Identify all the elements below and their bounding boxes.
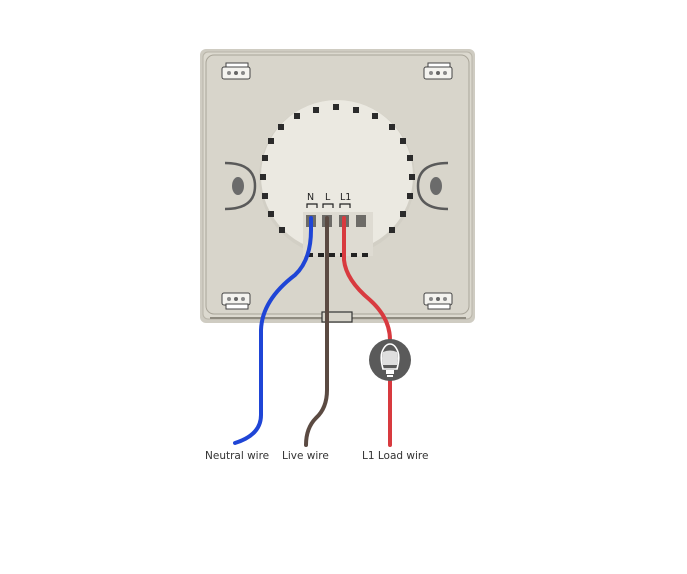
switch-backplate (200, 49, 475, 323)
mounting-tab-top-right (423, 62, 453, 80)
live-wire (304, 216, 329, 447)
mounting-tab-bottom-right (423, 292, 453, 310)
mounting-tab-top-left (221, 62, 251, 80)
screw-slot-right (416, 161, 449, 211)
neutral-wire (233, 216, 313, 445)
screw-slot-left (224, 161, 257, 211)
mounting-tab-bottom-left (221, 292, 251, 310)
bottom-clip (321, 311, 353, 323)
light-bulb-icon (369, 339, 411, 381)
terminal-n-label: N (307, 192, 314, 203)
load-wire-label: L1 Load wire (362, 450, 429, 462)
load-wire (342, 216, 392, 447)
live-wire-label: Live wire (282, 450, 329, 462)
neutral-wire-label: Neutral wire (205, 450, 270, 462)
terminal-l1-label: L1 (340, 192, 351, 203)
module-dial (259, 100, 415, 257)
terminal-l-label: L (325, 192, 331, 203)
terminal-labels: N L L1 (306, 192, 351, 208)
